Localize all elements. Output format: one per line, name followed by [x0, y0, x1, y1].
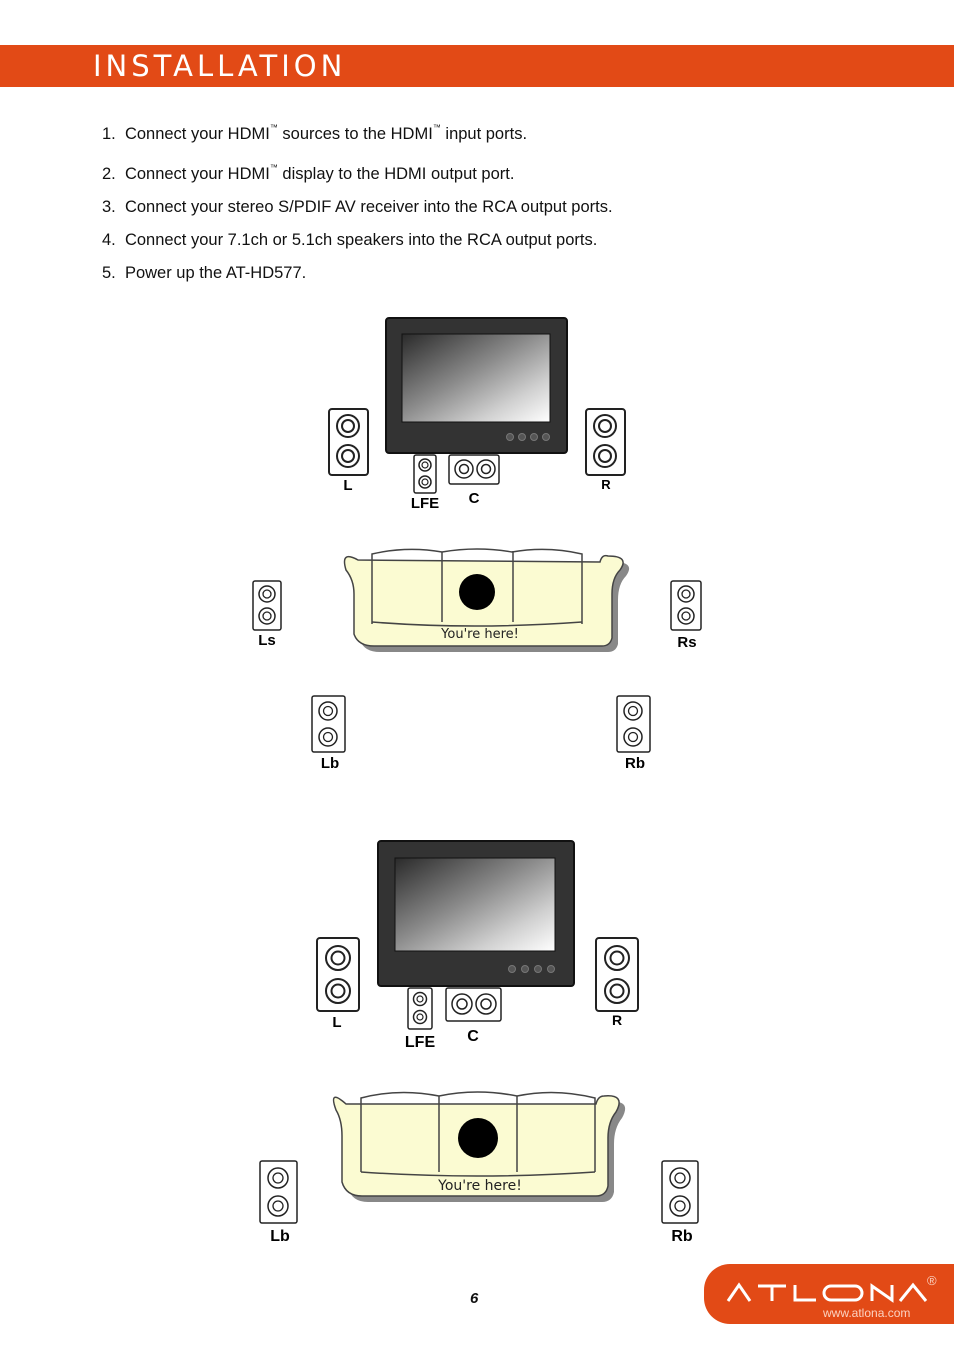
step-number: 5.	[102, 264, 116, 282]
step-text: display to the HDMI output port.	[277, 165, 515, 183]
installation-steps: 1. Connect your HDMI™ sources to the HDM…	[102, 111, 613, 290]
speaker-label-lb: Lb	[321, 755, 339, 772]
logo-url: www.atlona.com	[823, 1306, 911, 1320]
step-1: 1. Connect your HDMI™ sources to the HDM…	[102, 111, 613, 151]
speaker-label-lfe: LFE	[411, 495, 439, 512]
speaker-label-c: C	[467, 1028, 479, 1045]
diagram-7-1: L R LFE C	[252, 317, 702, 772]
speaker-label-r: R	[612, 1012, 622, 1028]
atlona-logo: ® www.atlona.com	[704, 1264, 954, 1324]
sofa-label: You're here!	[440, 627, 519, 642]
speaker-label-r: R	[601, 477, 611, 492]
step-text: Connect your HDMI	[124, 165, 270, 183]
speaker-icon	[328, 408, 369, 476]
speaker-label-ls: Ls	[258, 632, 276, 649]
step-3: 3. Connect your stereo S/PDIF AV receive…	[102, 191, 613, 224]
speaker-icon	[595, 937, 639, 1012]
speaker-icon	[670, 580, 702, 631]
speaker-label-c: C	[469, 490, 480, 507]
speaker-icon	[445, 987, 502, 1022]
speaker-label-l: L	[332, 1014, 341, 1031]
step-number: 2.	[102, 165, 116, 183]
step-4: 4. Connect your 7.1ch or 5.1ch speakers …	[102, 224, 613, 257]
speaker-label-rb: Rb	[671, 1228, 693, 1245]
speaker-icon	[616, 695, 651, 753]
step-text: Connect your stereo S/PDIF AV receiver i…	[124, 198, 613, 216]
speaker-label-rb: Rb	[625, 755, 645, 772]
step-number: 1.	[102, 125, 116, 143]
step-text: Connect your 7.1ch or 5.1ch speakers int…	[124, 231, 598, 249]
step-number: 4.	[102, 231, 116, 249]
sofa-icon	[343, 548, 630, 652]
trademark-mark: ™	[269, 163, 278, 172]
diagram-5-1: L R LFE C	[259, 840, 699, 1245]
speaker-icon	[316, 937, 360, 1012]
step-text: Connect your HDMI	[124, 125, 270, 143]
speaker-label-lfe: LFE	[405, 1034, 436, 1051]
tv-icon	[385, 317, 568, 454]
trademark-mark: ™	[269, 123, 278, 132]
speaker-icon	[259, 1160, 298, 1224]
speaker-icon	[252, 580, 282, 631]
step-2: 2. Connect your HDMI™ display to the HDM…	[102, 151, 613, 191]
speaker-label-rs: Rs	[677, 634, 696, 651]
sofa-label: You're here!	[437, 1178, 522, 1194]
step-5: 5. Power up the AT-HD577.	[102, 257, 613, 290]
speaker-icon	[585, 408, 626, 476]
speaker-icon	[407, 987, 433, 1030]
tv-icon	[377, 840, 575, 987]
step-text: Power up the AT-HD577.	[124, 264, 307, 282]
page-number: 6	[470, 1290, 479, 1307]
speaker-icon	[413, 454, 437, 494]
speaker-label-l: L	[343, 477, 352, 494]
speaker-label-lb: Lb	[270, 1228, 290, 1245]
sofa-icon	[332, 1091, 626, 1202]
atlona-wordmark-icon	[726, 1282, 928, 1303]
trademark-mark: ™	[432, 123, 441, 132]
section-header-bar: INSTALLATION	[0, 45, 954, 87]
section-title: INSTALLATION	[93, 49, 347, 83]
speaker-icon	[661, 1160, 699, 1224]
speaker-icon	[311, 695, 346, 753]
speaker-icon	[448, 454, 500, 485]
step-number: 3.	[102, 198, 116, 216]
step-text: sources to the HDMI	[277, 125, 433, 143]
registered-mark: ®	[927, 1273, 937, 1288]
step-text: input ports.	[440, 125, 528, 143]
